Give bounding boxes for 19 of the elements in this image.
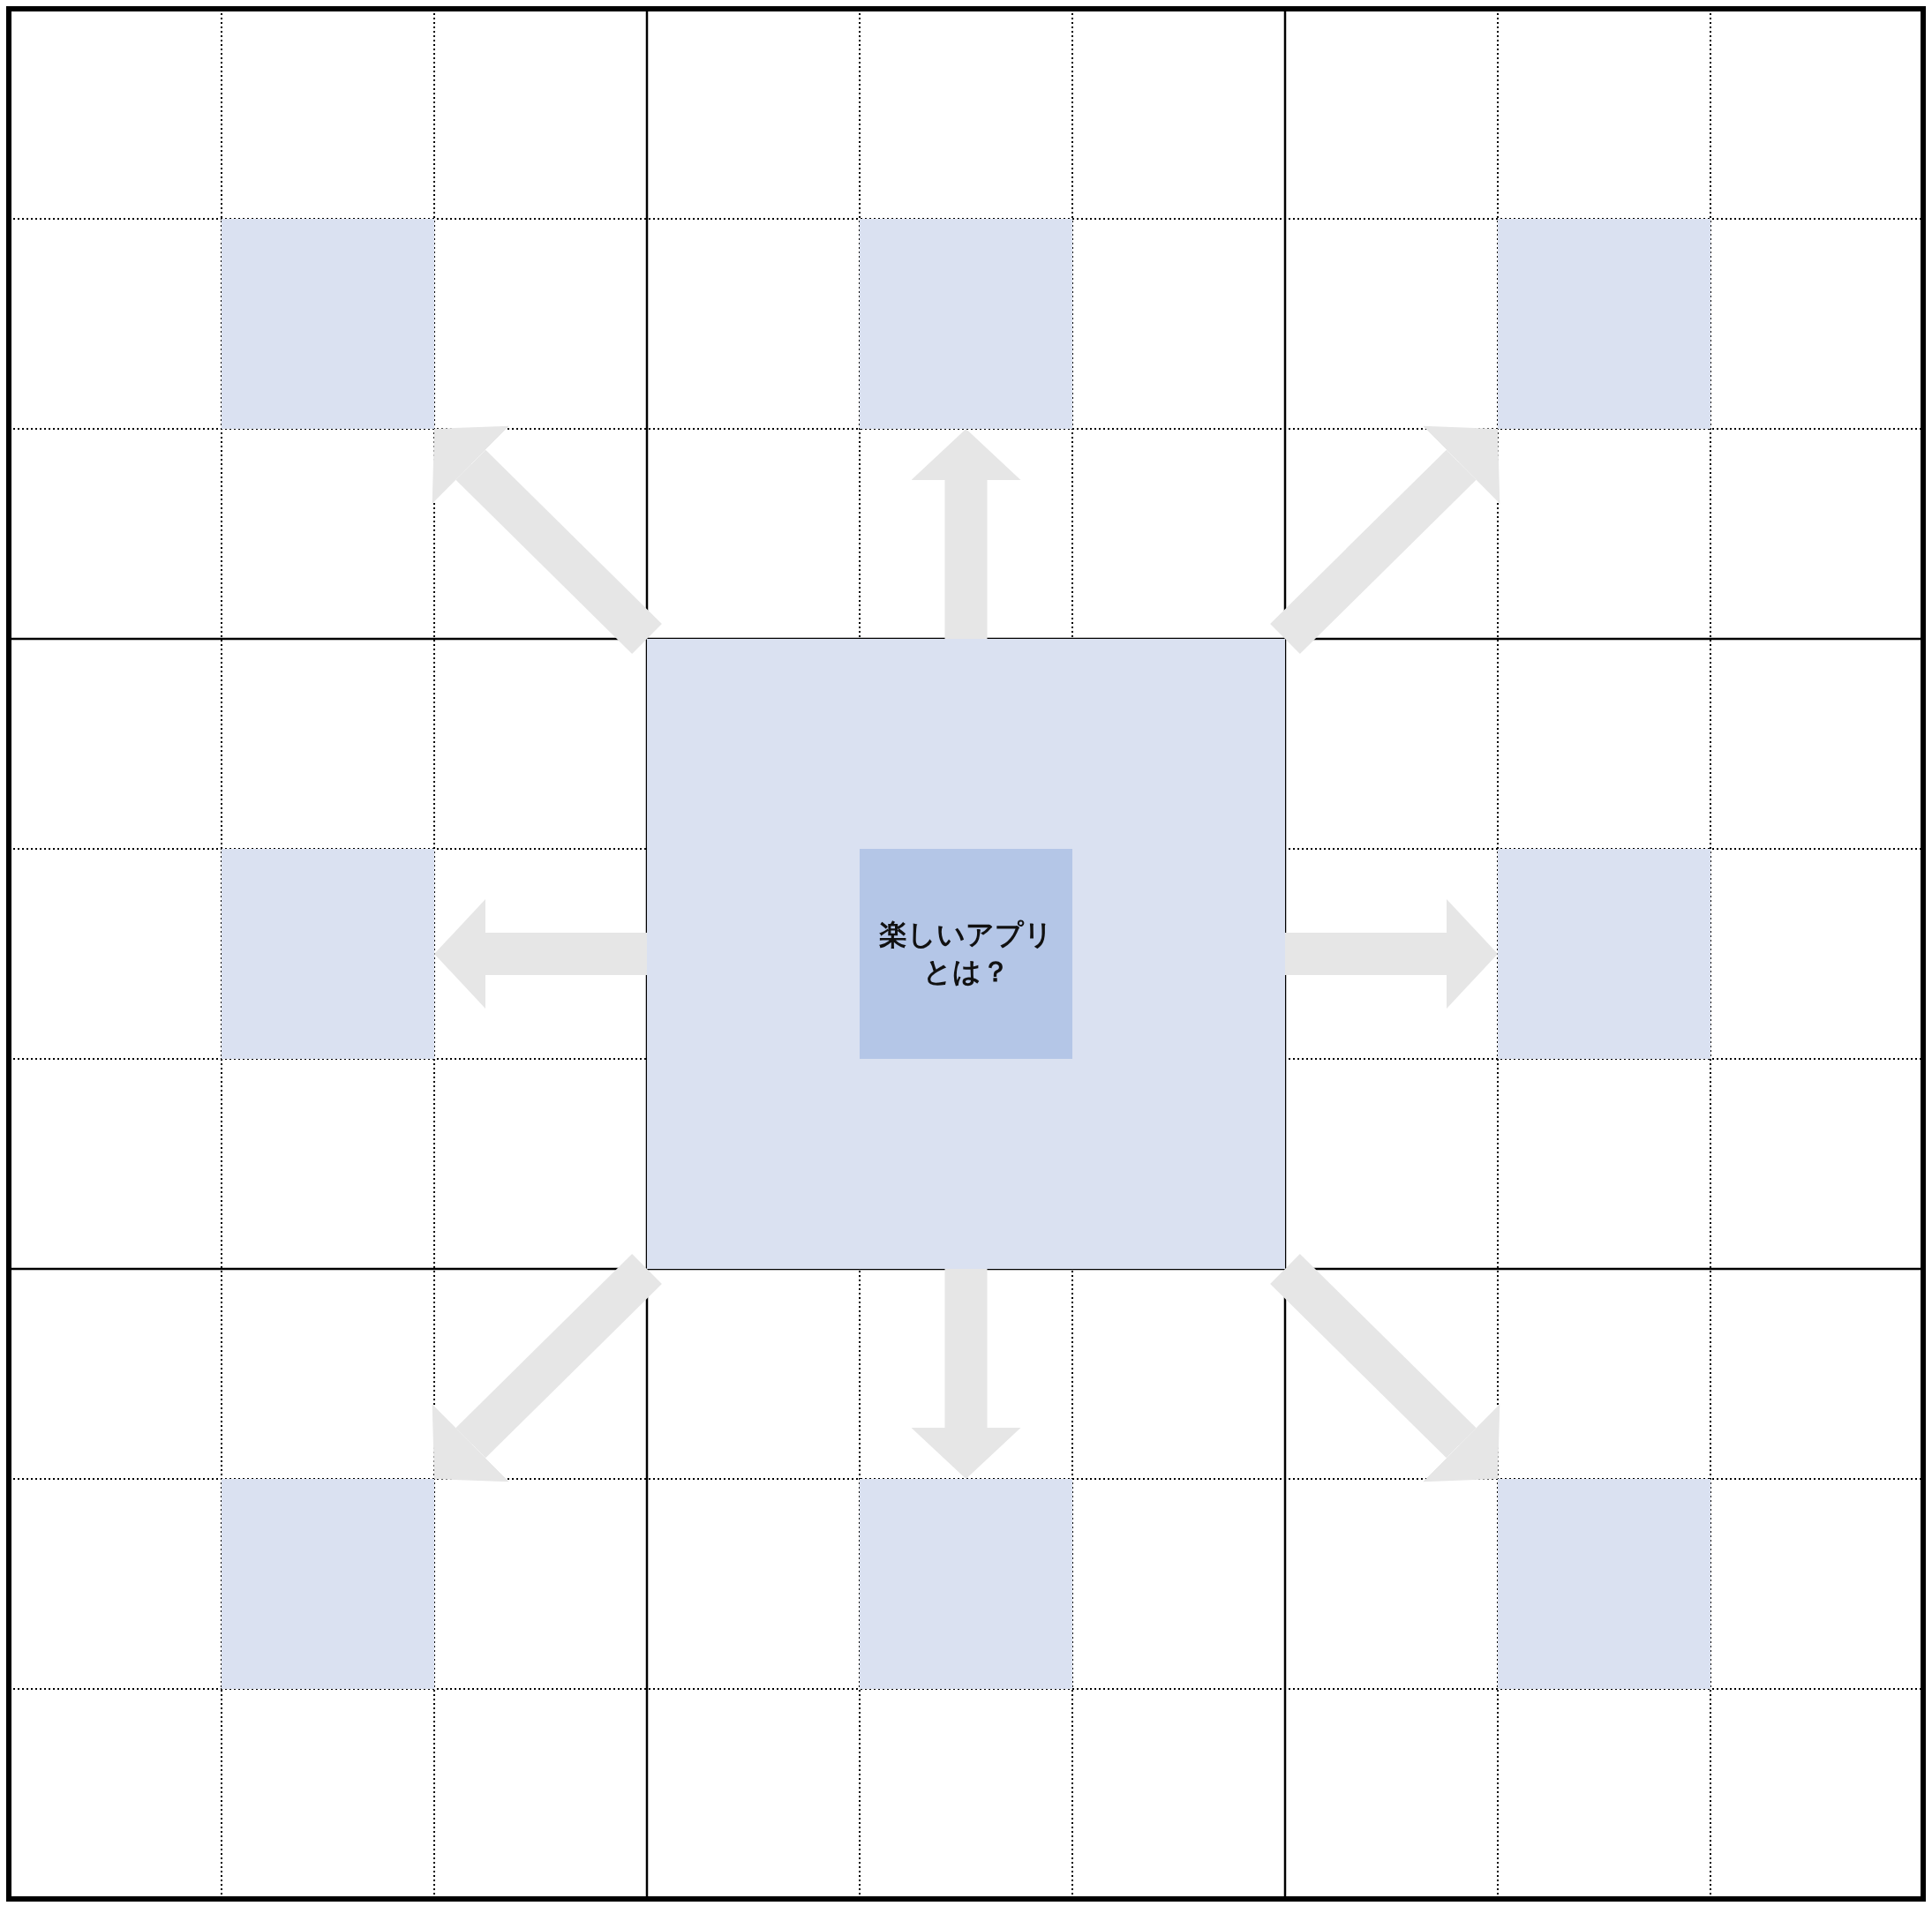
block-arrow — [1285, 899, 1498, 1009]
block-arrow — [1270, 1253, 1500, 1482]
highlighted-cell — [860, 219, 1072, 429]
highlighted-cell — [222, 219, 434, 429]
highlighted-cell — [222, 849, 434, 1059]
block-arrow — [434, 899, 647, 1009]
block-arrow — [432, 425, 662, 655]
highlighted-cell — [860, 1479, 1072, 1689]
block-arrow — [911, 1269, 1021, 1479]
block-arrow — [432, 1253, 662, 1482]
highlighted-cell — [1498, 1479, 1710, 1689]
highlighted-cell — [1498, 849, 1710, 1059]
block-arrow — [911, 429, 1021, 639]
block-arrow — [1270, 425, 1500, 655]
center-cell — [860, 849, 1072, 1059]
highlighted-cell — [1498, 219, 1710, 429]
center-block — [647, 639, 1285, 1269]
theme-text: 楽しいアプリとは？ — [878, 917, 1054, 990]
highlighted-cell — [222, 1479, 434, 1689]
